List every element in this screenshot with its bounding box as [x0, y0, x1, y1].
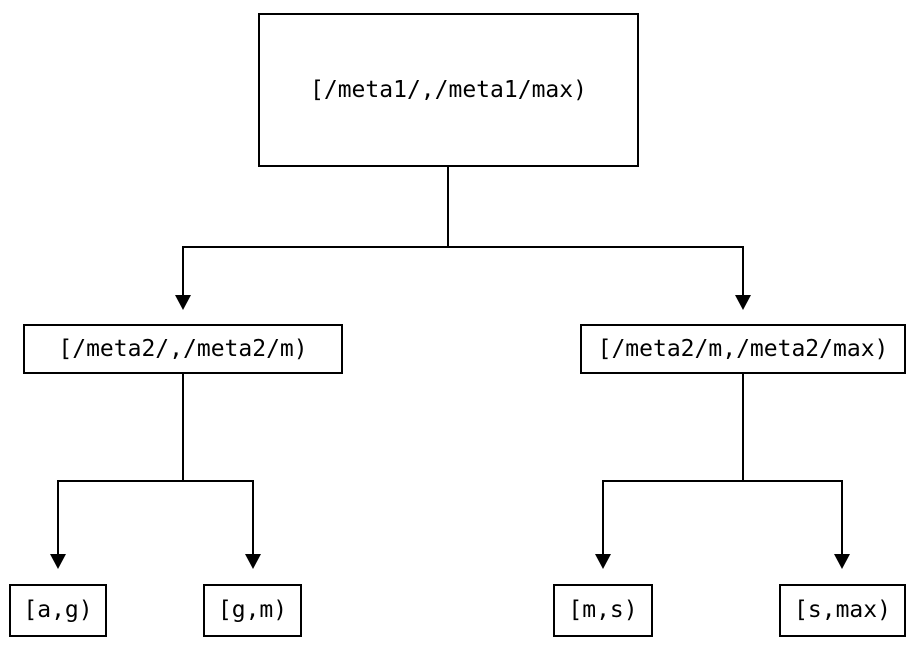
node-meta2-left: [/meta2/,/meta2/m): [23, 324, 343, 374]
node-meta2-right: [/meta2/m,/meta2/max): [580, 324, 906, 374]
arrowhead-icon: [50, 554, 66, 569]
arrowhead-icon: [595, 554, 611, 569]
arrowhead-icon: [735, 295, 751, 310]
arrowhead-icon: [834, 554, 850, 569]
edges-from-meta2-left: [50, 374, 261, 569]
edges-from-root: [175, 167, 751, 310]
arrowhead-icon: [245, 554, 261, 569]
node-root: [/meta1/,/meta1/max): [258, 13, 639, 167]
node-leaf-m-s: [m,s): [553, 584, 653, 637]
node-leaf-a-g: [a,g): [9, 584, 107, 637]
node-leaf-s-max: [s,max): [779, 584, 906, 637]
edges-from-meta2-right: [595, 374, 850, 569]
arrowhead-icon: [175, 295, 191, 310]
node-leaf-g-m: [g,m): [203, 584, 302, 637]
